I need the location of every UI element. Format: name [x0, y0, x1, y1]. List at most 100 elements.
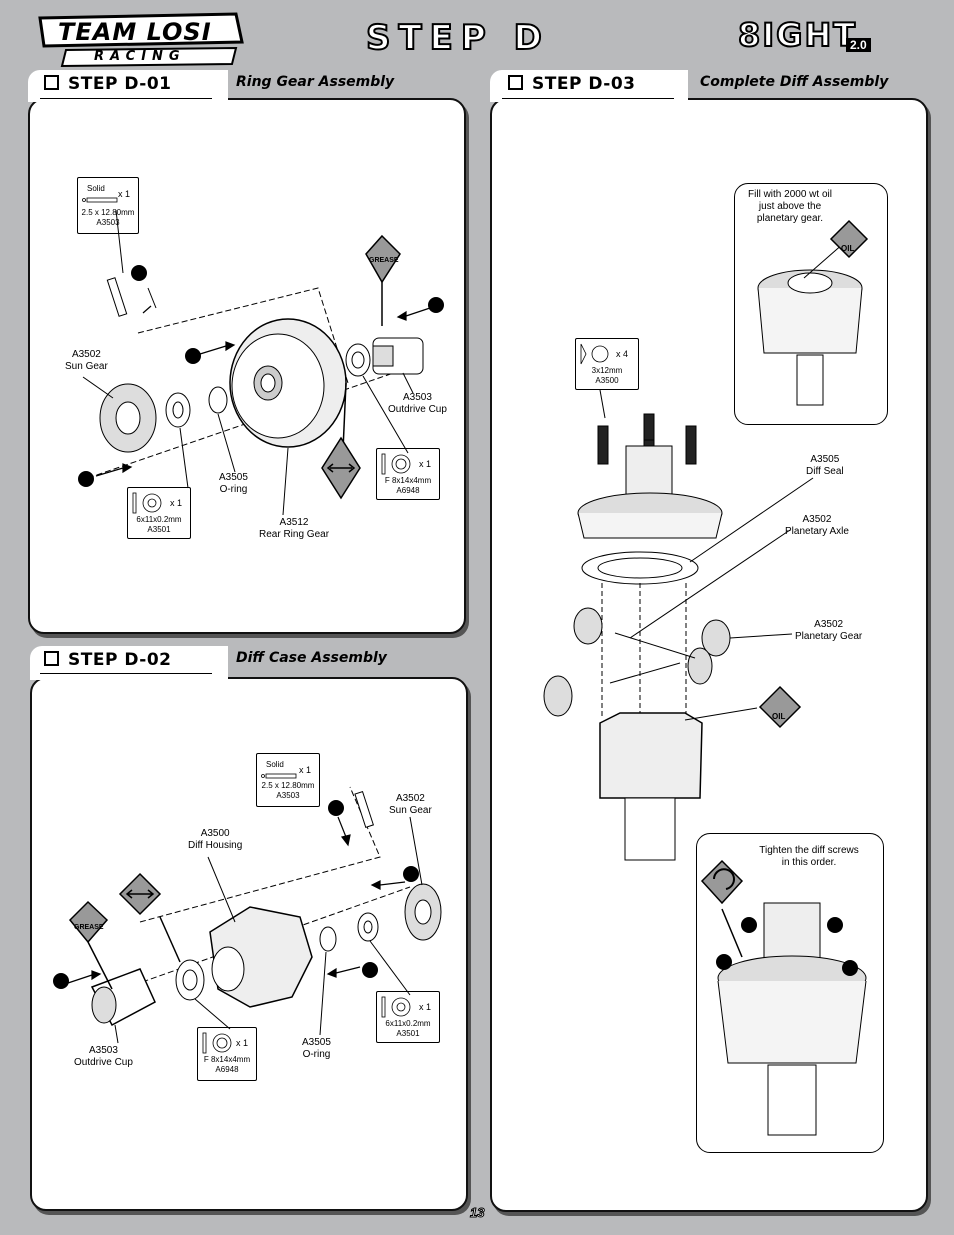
step-dot-marker	[403, 866, 419, 882]
step-d03-underline	[502, 98, 674, 99]
tighten-order-dot	[842, 960, 858, 976]
team-losi-logo-graphic	[38, 12, 244, 68]
step-d02-subtitle: Diff Case Assembly	[236, 650, 387, 666]
step-d02-tab	[30, 646, 228, 680]
step-dot-marker	[78, 471, 94, 487]
washer-size: 6x11x0.2mm	[385, 1019, 431, 1028]
part-number: A3505	[810, 454, 840, 465]
brand-bottom-text: RACING	[94, 49, 186, 64]
part-name: Diff Housing	[188, 840, 243, 851]
part-name: Diff Seal	[806, 466, 844, 477]
part-name: Planetary Gear	[795, 631, 863, 642]
grease-badge-shape	[365, 234, 401, 326]
step-dot-marker	[328, 800, 344, 816]
brand-top-text: TEAM LOSI	[58, 18, 212, 46]
tighten-illustration	[700, 859, 867, 1136]
pin-icon	[261, 773, 297, 779]
checkbox-icon	[44, 651, 59, 666]
d01-ring-gear-label: A3512 Rear Ring Gear	[259, 517, 329, 541]
grease-badge-shape	[68, 900, 113, 990]
step-dot-marker	[362, 962, 378, 978]
step-d01-label: STEP D-01	[44, 74, 171, 94]
oil-fill-note: Fill with 2000 wt oil just above the pla…	[748, 189, 832, 224]
team-losi-logo: TEAM LOSI RACING	[36, 8, 251, 68]
bearing-callout: x 1 F 8x14x4mm A6948	[376, 448, 440, 500]
screw-callout: x 4 3x12mm A3500	[575, 338, 639, 390]
pin-part: A3503	[96, 218, 120, 227]
part-number: A3505	[302, 1037, 331, 1048]
step-d01-label-text: STEP D-01	[68, 74, 172, 94]
oil-badge-shape-bottom	[758, 685, 802, 729]
step-d01-tab	[28, 70, 228, 102]
part-name: Sun Gear	[389, 805, 432, 816]
pin-callout: Solid x 1 2.5 x 12.80mm A3503	[77, 177, 139, 234]
washer-callout: x 1 6x11x0.2mm A3501	[376, 991, 440, 1043]
tighten-order-dot	[827, 917, 843, 933]
screw-qty: x 4	[616, 349, 629, 359]
pin-size: 2.5 x 12.80mm	[81, 208, 135, 217]
d02-sun-gear-label: A3502 Sun Gear	[389, 793, 432, 817]
pin-size: 2.5 x 12.80mm	[261, 781, 315, 790]
product-logo-text: 8IGHT	[737, 15, 858, 55]
tighten-order-dot	[741, 917, 757, 933]
washer-icon	[381, 996, 411, 1018]
part-number: A3502	[814, 619, 844, 630]
step-d01-underline	[40, 98, 212, 99]
washer-size: 6x11x0.2mm	[136, 515, 182, 524]
step-dot-marker	[131, 265, 147, 281]
d02-oring-label: A3505 O-ring	[302, 1037, 331, 1061]
bearing-slide-badge	[321, 382, 361, 500]
page-number: 13	[469, 1205, 485, 1221]
step-d03-label: STEP D-03	[508, 74, 635, 94]
washer-part: A3501	[396, 1029, 420, 1038]
8ight-logo: 8IGHT 2.0	[736, 10, 896, 60]
part-name: O-ring	[219, 484, 248, 495]
d01-sun-gear-label: A3502 Sun Gear	[65, 349, 108, 373]
d03-illustration	[543, 389, 814, 861]
part-number: A3502	[71, 349, 101, 360]
d02-illustration	[67, 786, 442, 1044]
pin-qty: x 1	[118, 189, 131, 199]
d01-grease-badge: GREASE	[369, 257, 399, 264]
pin-qty: x 1	[299, 765, 312, 775]
step-d03-label-text: STEP D-03	[532, 74, 636, 94]
part-number: A3505	[219, 472, 248, 483]
d02-outdrive-cup-label: A3503 Outdrive Cup	[74, 1045, 133, 1069]
product-version-text: 2.0	[846, 38, 871, 52]
d01-outdrive-cup-label: A3503 Outdrive Cup	[388, 392, 447, 416]
bearing-size: F 8x14x4mm	[203, 1055, 251, 1064]
tighten-note: Tighten the diff screws in this order.	[759, 845, 859, 868]
bearing-size: F 8x14x4mm	[384, 476, 432, 485]
step-d02-label: STEP D-02	[44, 650, 171, 670]
part-name: Sun Gear	[65, 361, 108, 372]
step-d03-tab	[490, 70, 688, 102]
tighten-order-dot	[716, 954, 732, 970]
washer-callout: x 1 6x11x0.2mm A3501	[127, 487, 191, 539]
oil-fill-illustration	[757, 219, 869, 406]
pin-type: Solid	[87, 184, 105, 193]
screw-icon	[580, 343, 609, 365]
pin-part: A3503	[276, 791, 300, 800]
washer-part: A3501	[147, 525, 171, 534]
step-dot-marker	[428, 297, 444, 313]
part-name: O-ring	[302, 1049, 331, 1060]
step-dot-marker	[53, 973, 69, 989]
pin-callout: Solid x 1 2.5 x 12.80mm A3503	[256, 753, 320, 807]
rotate-badge-shape	[700, 859, 744, 958]
bearing-qty: x 1	[419, 459, 432, 469]
bearing-part: A6948	[215, 1065, 239, 1074]
page-title: STEP D	[365, 17, 550, 59]
pin-type: Solid	[266, 760, 284, 769]
d03-planetary-axle-label: A3502 Planetary Axle	[785, 514, 849, 538]
d01-illustration	[82, 209, 431, 516]
pin-icon	[82, 197, 118, 203]
bearing-callout: x 1 F 8x14x4mm A6948	[197, 1027, 257, 1081]
checkbox-icon	[508, 75, 523, 90]
part-number: A3503	[89, 1045, 118, 1056]
part-number: A3502	[802, 514, 832, 525]
d01-oring-label: A3505 O-ring	[219, 472, 248, 496]
bearing-icon	[202, 1032, 232, 1054]
part-name: Rear Ring Gear	[259, 529, 330, 540]
step-d02-underline	[40, 673, 212, 674]
oil-badge-top: OIL	[841, 244, 855, 253]
